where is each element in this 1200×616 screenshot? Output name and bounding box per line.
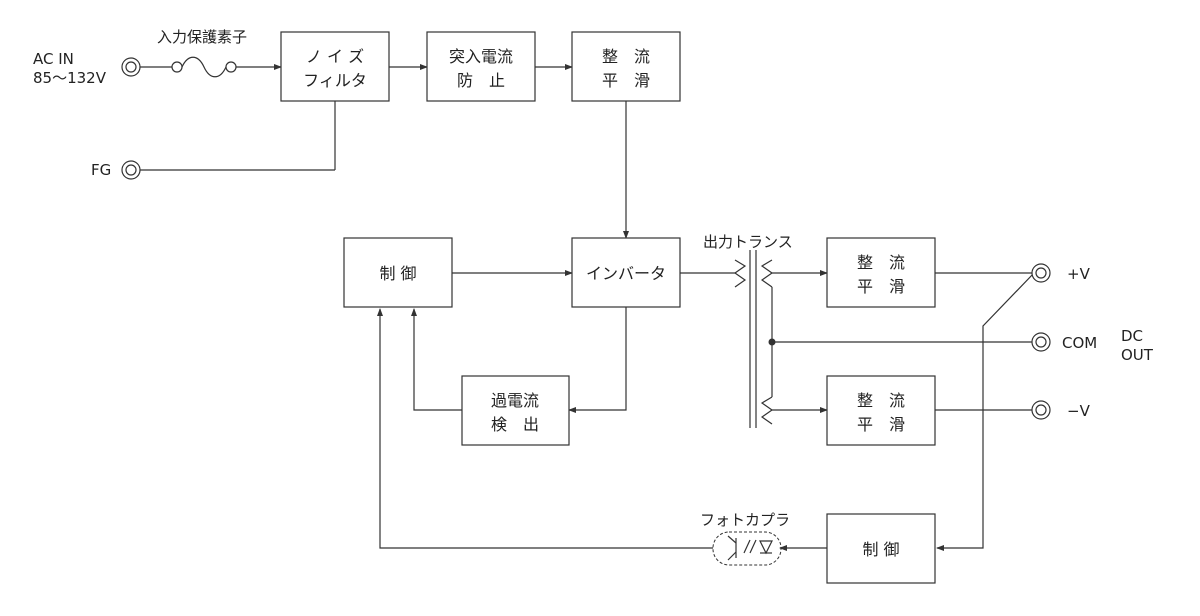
plus-v-terminal [1031, 263, 1051, 283]
ac-in-label: AC IN [33, 50, 74, 68]
fg-label: FG [91, 161, 111, 179]
control-main-block: 制 御 [343, 237, 453, 308]
inverter-label: インバータ [586, 264, 666, 283]
control-feedback-block: 制 御 [826, 513, 936, 584]
rectifier-input-block: 整 流 平 滑 [571, 31, 681, 102]
rectifier-neg-line2: 平 滑 [857, 415, 905, 434]
control-main-label: 制 御 [379, 264, 416, 283]
wire-overcurrent-control [411, 308, 462, 411]
inrush-line2: 防 止 [457, 71, 505, 90]
rectifier-neg-line1: 整 流 [857, 391, 905, 410]
minus-v-label: −V [1067, 402, 1091, 420]
photocoupler-label: フォトカプラ [700, 511, 790, 529]
rectifier-in-line1: 整 流 [602, 47, 650, 66]
inrush-current-block: 突入電流 防 止 [426, 31, 536, 102]
wire-plusv-feedback [936, 272, 1035, 551]
noise-filter-block: ノ イ ズ フィルタ [280, 31, 390, 102]
rectifier-pos-line1: 整 流 [857, 253, 905, 272]
fg-terminal [121, 160, 141, 180]
dc-out-label-line2: OUT [1121, 346, 1154, 364]
rectifier-in-line2: 平 滑 [602, 71, 650, 90]
com-label: COM [1062, 334, 1097, 352]
photocoupler-icon [712, 531, 782, 566]
ac-in-terminal [121, 57, 141, 77]
fuse-icon [171, 56, 237, 78]
inverter-block: インバータ [571, 237, 681, 308]
rectifier-positive-block: 整 流 平 滑 [826, 237, 936, 308]
rectifier-negative-block: 整 流 平 滑 [826, 375, 936, 446]
noise-filter-line1: ノ イ ズ [306, 47, 364, 66]
input-protection-label: 入力保護素子 [157, 28, 247, 46]
overcurrent-line1: 過電流 [491, 391, 539, 410]
control-fb-label: 制 御 [862, 540, 899, 559]
ac-in-voltage-label: 85～132V [33, 69, 107, 87]
com-terminal [1031, 332, 1051, 352]
output-transformer-icon [680, 250, 774, 428]
plus-v-label: +V [1067, 265, 1091, 283]
inrush-line1: 突入電流 [449, 47, 513, 66]
wire-photocoupler-control [377, 308, 713, 549]
dc-out-label-line1: DC [1121, 327, 1143, 345]
rectifier-pos-line2: 平 滑 [857, 277, 905, 296]
wire-inverter-overcurrent [568, 307, 627, 413]
overcurrent-line2: 検 出 [491, 415, 539, 434]
output-transformer-label: 出力トランス [703, 233, 793, 251]
overcurrent-block: 過電流 検 出 [461, 375, 570, 446]
noise-filter-line2: フィルタ [303, 71, 367, 90]
minus-v-terminal [1031, 400, 1051, 420]
